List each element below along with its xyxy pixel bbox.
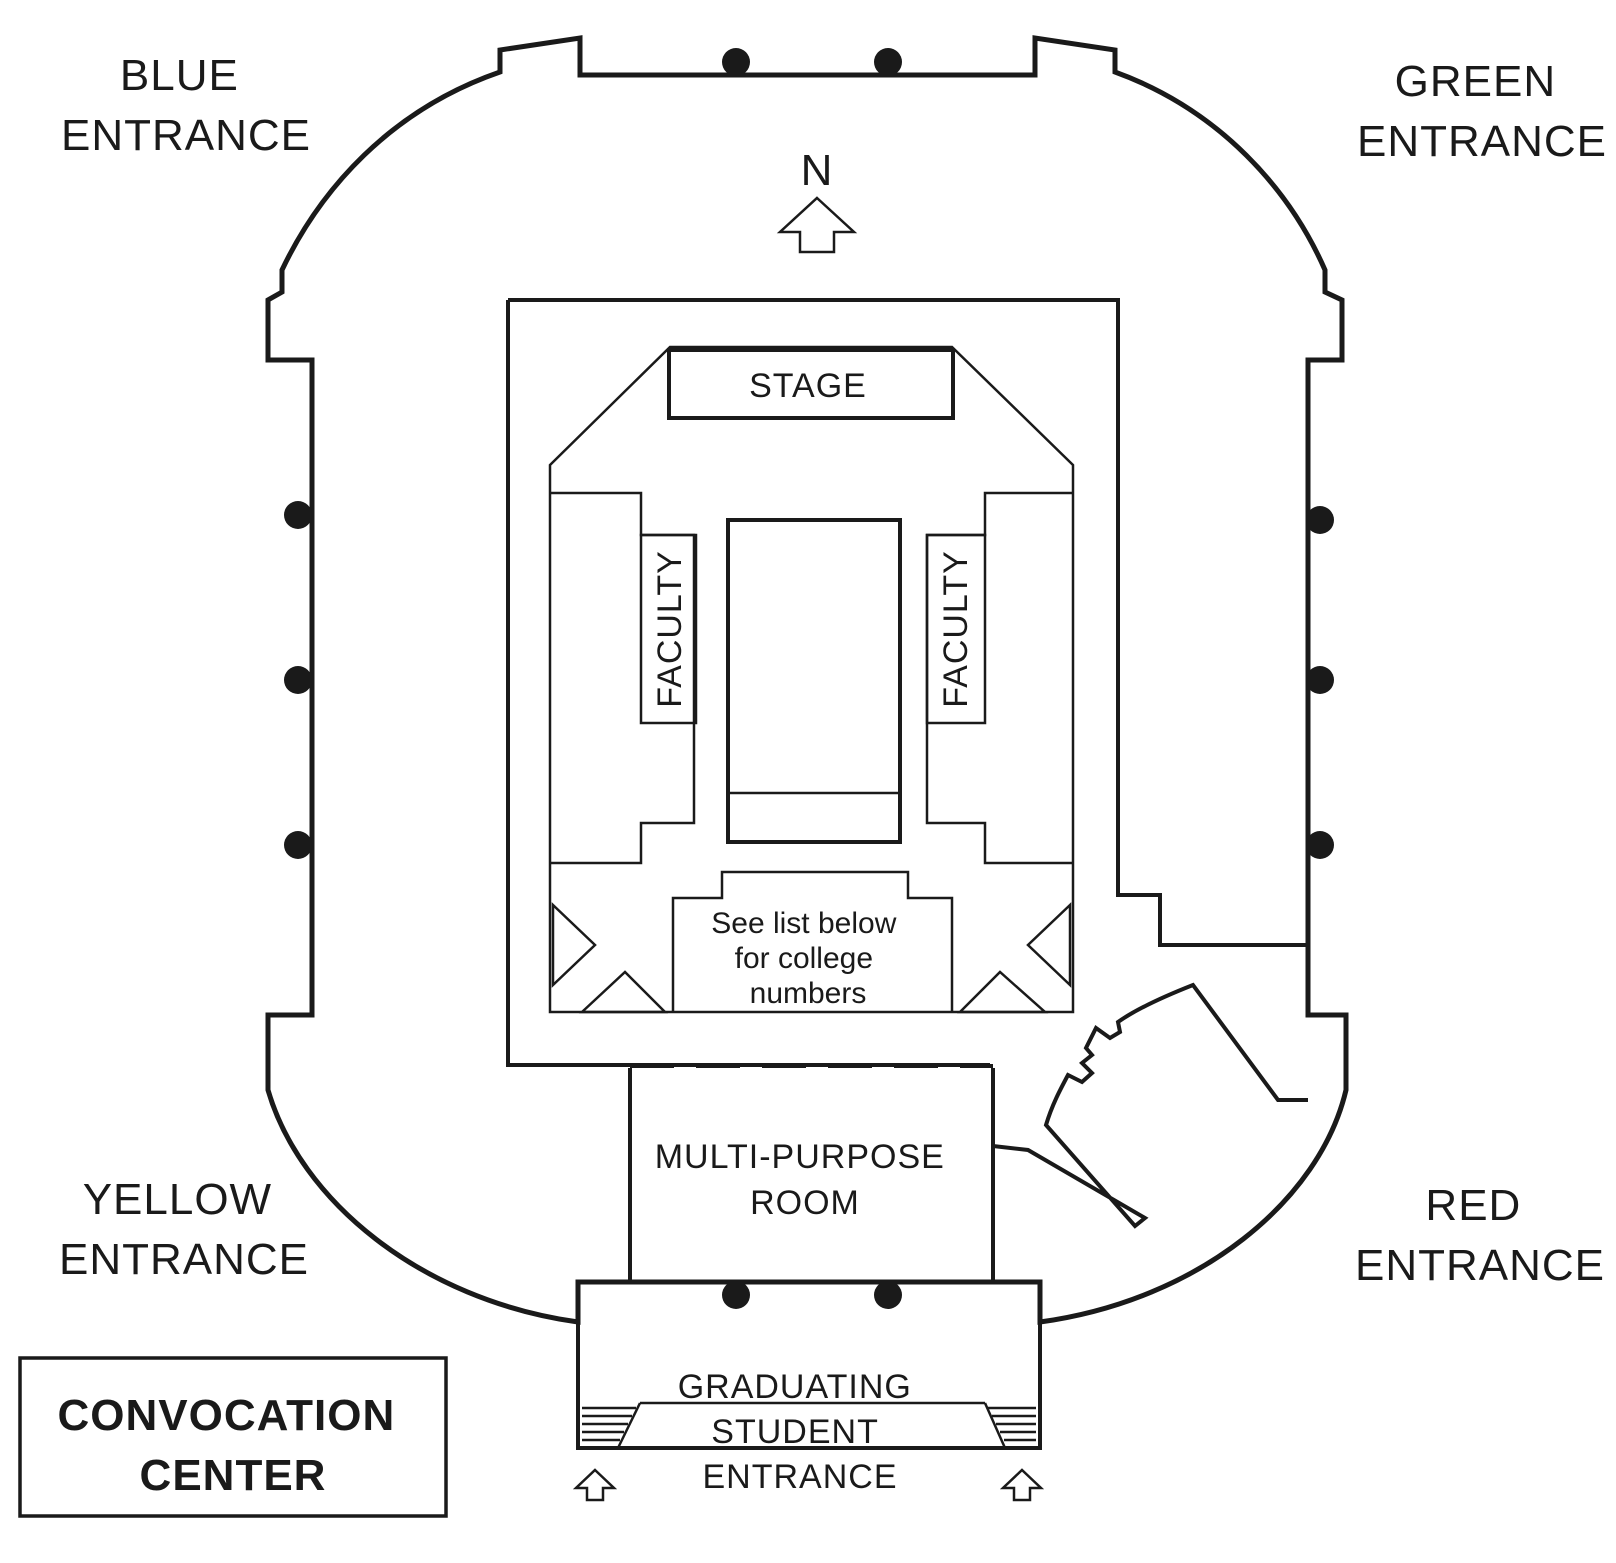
- title-box: [18, 1356, 448, 1518]
- stage: [667, 348, 955, 420]
- faculty-right-label: FACULTY: [937, 550, 975, 708]
- seating-bowl: [548, 345, 1075, 1014]
- door-marker: [1306, 666, 1334, 694]
- student-seating-block: [671, 870, 954, 1012]
- door-marker: [722, 48, 750, 76]
- graduating-entrance-label: GRADUATING STUDENT ENTRANCE: [678, 1368, 923, 1496]
- green-entrance-label: GREEN ENTRANCE: [1357, 57, 1607, 166]
- door-marker: [284, 501, 312, 529]
- door-marker: [1306, 506, 1334, 534]
- door-marker: [722, 1281, 750, 1309]
- left-seating-block: [550, 491, 696, 865]
- stairs-left: [582, 1406, 636, 1442]
- faculty-left-label: FACULTY: [651, 550, 689, 708]
- faculty-right-area: [925, 533, 987, 725]
- center-floor: [726, 518, 902, 844]
- yellow-entrance-label: YELLOW ENTRANCE: [59, 1175, 309, 1284]
- faculty-left-area: [639, 533, 698, 725]
- corner-seat-right-lower: [956, 970, 1049, 1014]
- arena-wall: [506, 298, 1308, 1067]
- red-entrance-label: RED ENTRANCE: [1355, 1181, 1605, 1290]
- grad-entrance-ramp: [616, 1402, 1007, 1449]
- multipurpose-room-label: MULTI-PURPOSE ROOM: [655, 1138, 956, 1222]
- door-marker: [284, 831, 312, 859]
- corner-seat-right-upper: [1026, 902, 1072, 988]
- southeast-wing-wall: [992, 982, 1308, 1229]
- blue-entrance-label: BLUE ENTRANCE: [61, 51, 311, 160]
- map-title: CONVOCATION CENTER: [58, 1391, 409, 1500]
- stage-label: STAGE: [749, 367, 867, 405]
- corner-seat-left-upper: [551, 902, 597, 988]
- entry-arrow-left-icon: [572, 1468, 618, 1502]
- door-marker: [874, 1281, 902, 1309]
- stairs-right: [988, 1406, 1036, 1442]
- north-arrow-icon: [776, 196, 858, 254]
- college-note-label: See list below for college numbers: [711, 907, 904, 1010]
- door-marker: [874, 48, 902, 76]
- entry-arrow-right-icon: [999, 1468, 1045, 1502]
- corner-seat-left-lower: [578, 970, 669, 1014]
- door-marker: [284, 666, 312, 694]
- graduating-entrance-hall: [576, 1282, 1042, 1450]
- door-marker: [1306, 831, 1334, 859]
- north-label: N: [801, 146, 834, 195]
